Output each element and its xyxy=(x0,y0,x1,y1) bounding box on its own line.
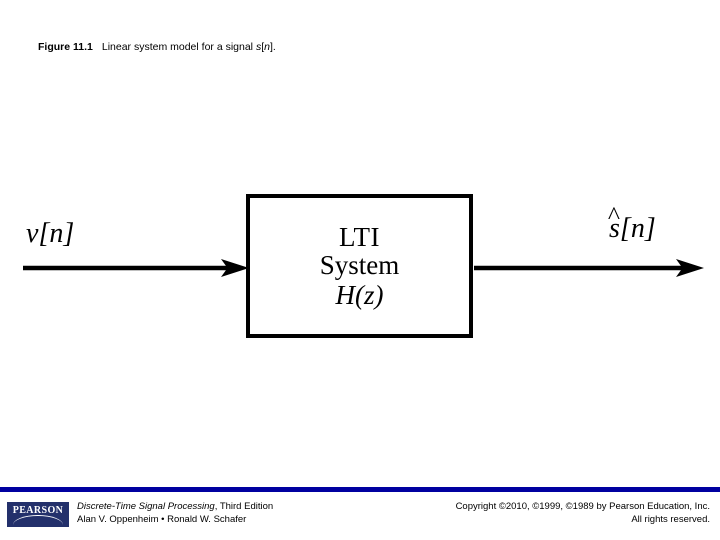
footer-authors: Alan V. Oppenheim • Ronald W. Schafer xyxy=(77,514,247,525)
lti-label-line1: LTI xyxy=(339,221,380,252)
lti-system-block-labels: LTI System H(z) xyxy=(250,198,469,334)
pearson-logo: PEARSON xyxy=(7,502,69,527)
figure-caption: Figure 11.1 Linear system model for a sig… xyxy=(38,41,276,54)
output-bracket-open: [ xyxy=(619,213,631,244)
lti-transfer-function-label: H(z) xyxy=(335,279,384,310)
input-index-symbol: n xyxy=(49,218,64,249)
footer-rights-line: All rights reserved. xyxy=(631,514,710,525)
pearson-swoosh-icon xyxy=(13,515,63,525)
lti-label-line2: System xyxy=(319,250,400,281)
caption-index-symbol: n xyxy=(264,41,270,53)
output-arrow xyxy=(474,259,704,277)
footer-book-edition: , Third Edition xyxy=(214,501,274,512)
output-index-symbol: n xyxy=(630,213,645,244)
output-signal-symbol-wrap: ^s xyxy=(608,203,620,244)
lti-system-block: LTI System H(z) xyxy=(246,194,473,338)
footer-copyright-line: Copyright ©2010, ©1999, ©1989 by Pearson… xyxy=(455,501,710,512)
caption-bracket-close: ]. xyxy=(269,41,276,53)
footer-book-info: Discrete-Time Signal Processing, Third E… xyxy=(77,500,273,526)
footer-book-title: Discrete-Time Signal Processing xyxy=(77,501,215,512)
input-bracket-close: ] xyxy=(63,218,75,249)
output-signal-label: ^s[n] xyxy=(608,203,656,244)
input-arrow xyxy=(23,259,249,277)
footer-divider xyxy=(0,487,720,492)
page-footer: PEARSON Discrete-Time Signal Processing,… xyxy=(0,497,720,537)
output-signal-symbol: s xyxy=(609,213,620,244)
output-signal-hat-accent: ^ xyxy=(607,201,621,231)
footer-book-title-line: Discrete-Time Signal Processing, Third E… xyxy=(77,500,273,513)
caption-text: Linear system model for a signal xyxy=(101,41,256,53)
input-bracket-open: [ xyxy=(38,218,50,249)
output-bracket-close: ] xyxy=(644,213,656,244)
input-signal-label: v[n] xyxy=(26,220,74,248)
pearson-wordmark: PEARSON xyxy=(12,505,64,516)
footer-copyright: Copyright ©2010, ©1999, ©1989 by Pearson… xyxy=(456,500,710,526)
caption-signal-symbol: s xyxy=(255,41,262,53)
figure-graphic: v[n] LTI System H(z) ^s[n] xyxy=(22,102,704,350)
caption-bracket-open: [ xyxy=(261,41,265,53)
input-signal-symbol: v xyxy=(26,218,39,249)
figure-number: Figure 11.1 xyxy=(38,41,93,53)
